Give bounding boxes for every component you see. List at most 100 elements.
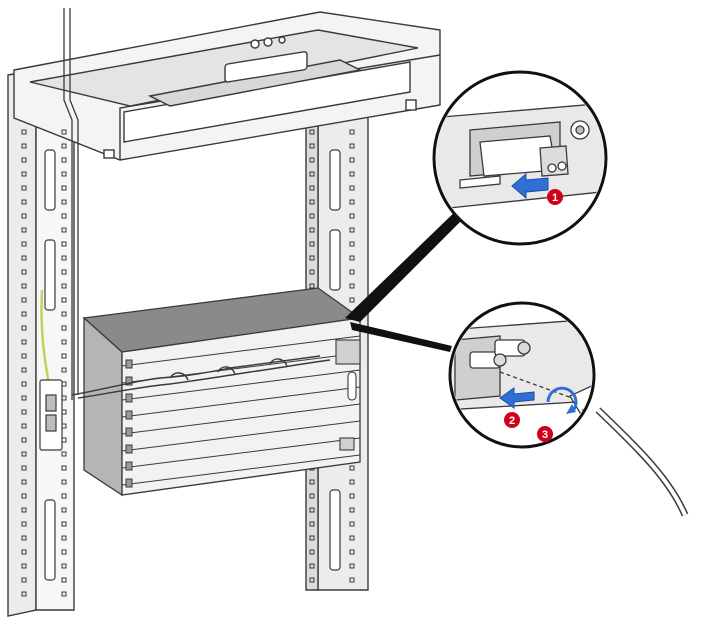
insert-arrow-icon <box>511 172 549 200</box>
rail-hole <box>309 227 315 233</box>
rail-hole <box>21 423 27 429</box>
rail-hole <box>21 171 27 177</box>
rail-hole <box>21 395 27 401</box>
step-marker-1: 1 <box>547 189 563 205</box>
rail-hole <box>61 157 67 163</box>
rail-hole <box>309 241 315 247</box>
rail-hole <box>309 269 315 275</box>
detail-callout-coaxial-connector: 2 3 <box>448 301 689 517</box>
rail-hole <box>61 227 67 233</box>
rail-hole <box>61 213 67 219</box>
board-slot-ejector <box>125 393 133 403</box>
rail-hole <box>21 255 27 261</box>
rail-hole <box>309 521 315 527</box>
rail-hole <box>349 465 355 471</box>
board-slot-line <box>121 403 361 435</box>
rail-hole <box>309 129 315 135</box>
rotate-arrow-icon <box>546 386 578 414</box>
rail-hole <box>61 591 67 597</box>
rail-hole <box>349 199 355 205</box>
insert-arrow-icon <box>499 387 535 409</box>
zoom-pointer-upper <box>345 205 470 322</box>
board-slot-ejector <box>125 359 133 369</box>
rail-hole <box>349 493 355 499</box>
rail-hole <box>21 381 27 387</box>
rail-hole <box>61 535 67 541</box>
rail-hole <box>309 479 315 485</box>
rail-hole <box>61 199 67 205</box>
rail-hole <box>21 507 27 513</box>
step-marker-3: 3 <box>537 426 553 442</box>
rail-hole <box>61 171 67 177</box>
rail-hole <box>61 129 67 135</box>
rail-hole <box>21 367 27 373</box>
rail-hole <box>61 269 67 275</box>
rail-hole <box>349 535 355 541</box>
rail-hole <box>61 339 67 345</box>
svg-text:3: 3 <box>542 429 548 441</box>
rail-hole <box>61 451 67 457</box>
rail-hole <box>21 199 27 205</box>
rail-hole <box>21 213 27 219</box>
coaxial-socket <box>469 339 531 369</box>
rail-hole <box>309 535 315 541</box>
rail-hole <box>349 227 355 233</box>
rail-hole <box>21 563 27 569</box>
rail-hole <box>309 563 315 569</box>
rail-hole <box>349 479 355 485</box>
rail-hole <box>349 241 355 247</box>
rail-hole <box>21 339 27 345</box>
chassis-control-panel <box>335 339 361 451</box>
rail-hole <box>309 199 315 205</box>
rail-hole <box>61 507 67 513</box>
board-slot-line <box>121 335 361 367</box>
rail-hole <box>309 493 315 499</box>
rail-hole <box>21 437 27 443</box>
rail-hole <box>61 367 67 373</box>
rail-hole <box>21 479 27 485</box>
rail-hole <box>21 297 27 303</box>
rail-hole <box>21 157 27 163</box>
rail-hole <box>61 311 67 317</box>
rail-hole <box>61 241 67 247</box>
rail-hole <box>61 185 67 191</box>
rack-slot-cutouts <box>44 149 341 581</box>
board-slot-ejector <box>125 410 133 420</box>
rail-hole <box>61 521 67 527</box>
rail-hole <box>21 549 27 555</box>
coaxial-cable <box>595 407 689 517</box>
board-slot-line <box>121 386 361 418</box>
rail-hole <box>61 283 67 289</box>
rail-hole <box>309 171 315 177</box>
rail-hole <box>61 255 67 261</box>
board-slot-line <box>121 454 361 486</box>
rail-hole <box>21 283 27 289</box>
rail-hole <box>61 549 67 555</box>
rail-hole <box>61 493 67 499</box>
board-slot-line <box>121 437 361 469</box>
rail-hole <box>61 563 67 569</box>
rail-hole <box>21 325 27 331</box>
detail-callout-optical-module: 1 <box>432 70 608 246</box>
rail-hole <box>61 143 67 149</box>
rail-hole <box>349 577 355 583</box>
rail-hole <box>21 591 27 597</box>
zoom-pointer-lower <box>350 322 452 352</box>
rail-hole <box>349 129 355 135</box>
rail-hole <box>309 255 315 261</box>
ground-terminal <box>39 379 63 451</box>
board-slot-ejector <box>125 376 133 386</box>
rail-hole <box>21 465 27 471</box>
rail-hole <box>349 549 355 555</box>
rail-hole <box>21 493 27 499</box>
optical-module <box>479 135 569 177</box>
board-slot-line <box>121 420 361 452</box>
svg-text:1: 1 <box>552 192 558 204</box>
rail-hole <box>61 325 67 331</box>
rail-hole <box>309 283 315 289</box>
cable-bundle-vertical <box>63 8 79 400</box>
equipment-chassis <box>82 287 362 497</box>
rail-hole <box>349 297 355 303</box>
rail-hole <box>21 311 27 317</box>
